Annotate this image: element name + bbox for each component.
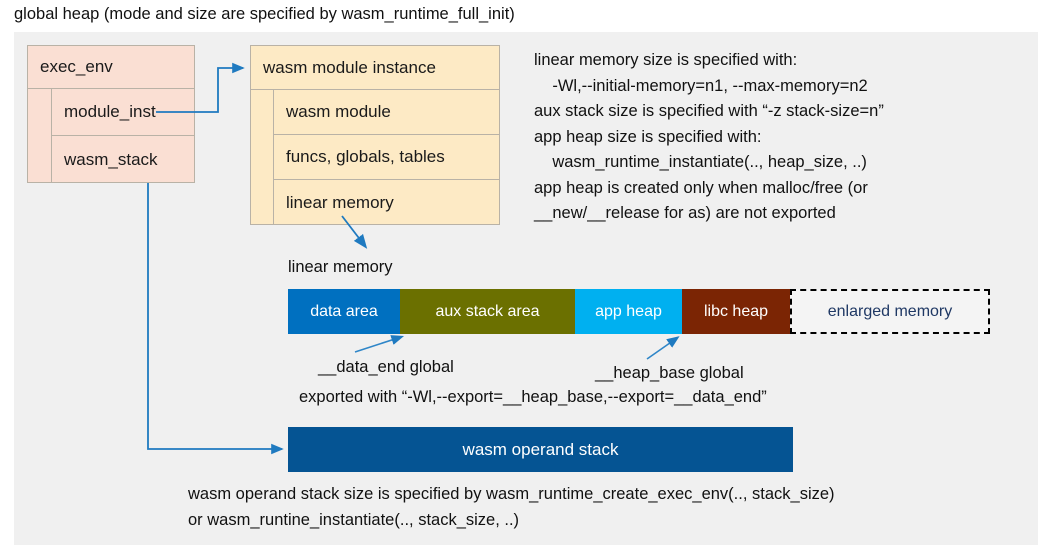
- operand-stack-notes: wasm operand stack size is specified by …: [188, 485, 835, 529]
- exec-env-indent-column: [28, 89, 52, 183]
- linear-memory-bar: data area aux stack area app heap libc h…: [288, 289, 990, 334]
- wasm-operand-stack-bar: wasm operand stack: [288, 427, 793, 472]
- exec-env-fields: module_inst wasm_stack: [28, 89, 194, 183]
- linear-memory-label: linear memory: [288, 258, 393, 276]
- exec-env-header: exec_env: [28, 46, 194, 89]
- memory-segment-libc-heap: libc heap: [682, 289, 790, 334]
- memory-segment-aux-stack-area: aux stack area: [400, 289, 575, 334]
- exec-env-field-module-inst: module_inst: [52, 89, 194, 136]
- module-field-wasm-module: wasm module: [274, 90, 499, 135]
- annotation-exported-with: exported with “-Wl,--export=__heap_base,…: [299, 388, 767, 406]
- memory-segment-enlarged-memory: enlarged memory: [790, 289, 990, 334]
- linear-memory-notes: linear memory size is specified with: -W…: [534, 51, 884, 222]
- memory-segment-app-heap: app heap: [575, 289, 682, 334]
- wasm-module-instance-box: wasm module instance wasm module funcs, …: [250, 45, 500, 225]
- exec-env-field-wasm-stack: wasm_stack: [64, 149, 158, 169]
- memory-segment-data-area: data area: [288, 289, 400, 334]
- wasm-module-instance-indent-column: [251, 90, 274, 225]
- exec-env-box: exec_env module_inst wasm_stack: [27, 45, 195, 183]
- module-field-funcs-globals-tables: funcs, globals, tables: [274, 135, 499, 180]
- annotation-heap-base-global: __heap_base global: [595, 364, 744, 382]
- wasm-module-instance-fields: wasm module funcs, globals, tables linea…: [251, 90, 499, 225]
- diagram-title: global heap (mode and size are specified…: [14, 5, 515, 23]
- module-field-linear-memory: linear memory: [286, 192, 394, 212]
- wasm-module-instance-header: wasm module instance: [251, 46, 499, 90]
- annotation-data-end-global: __data_end global: [318, 358, 454, 376]
